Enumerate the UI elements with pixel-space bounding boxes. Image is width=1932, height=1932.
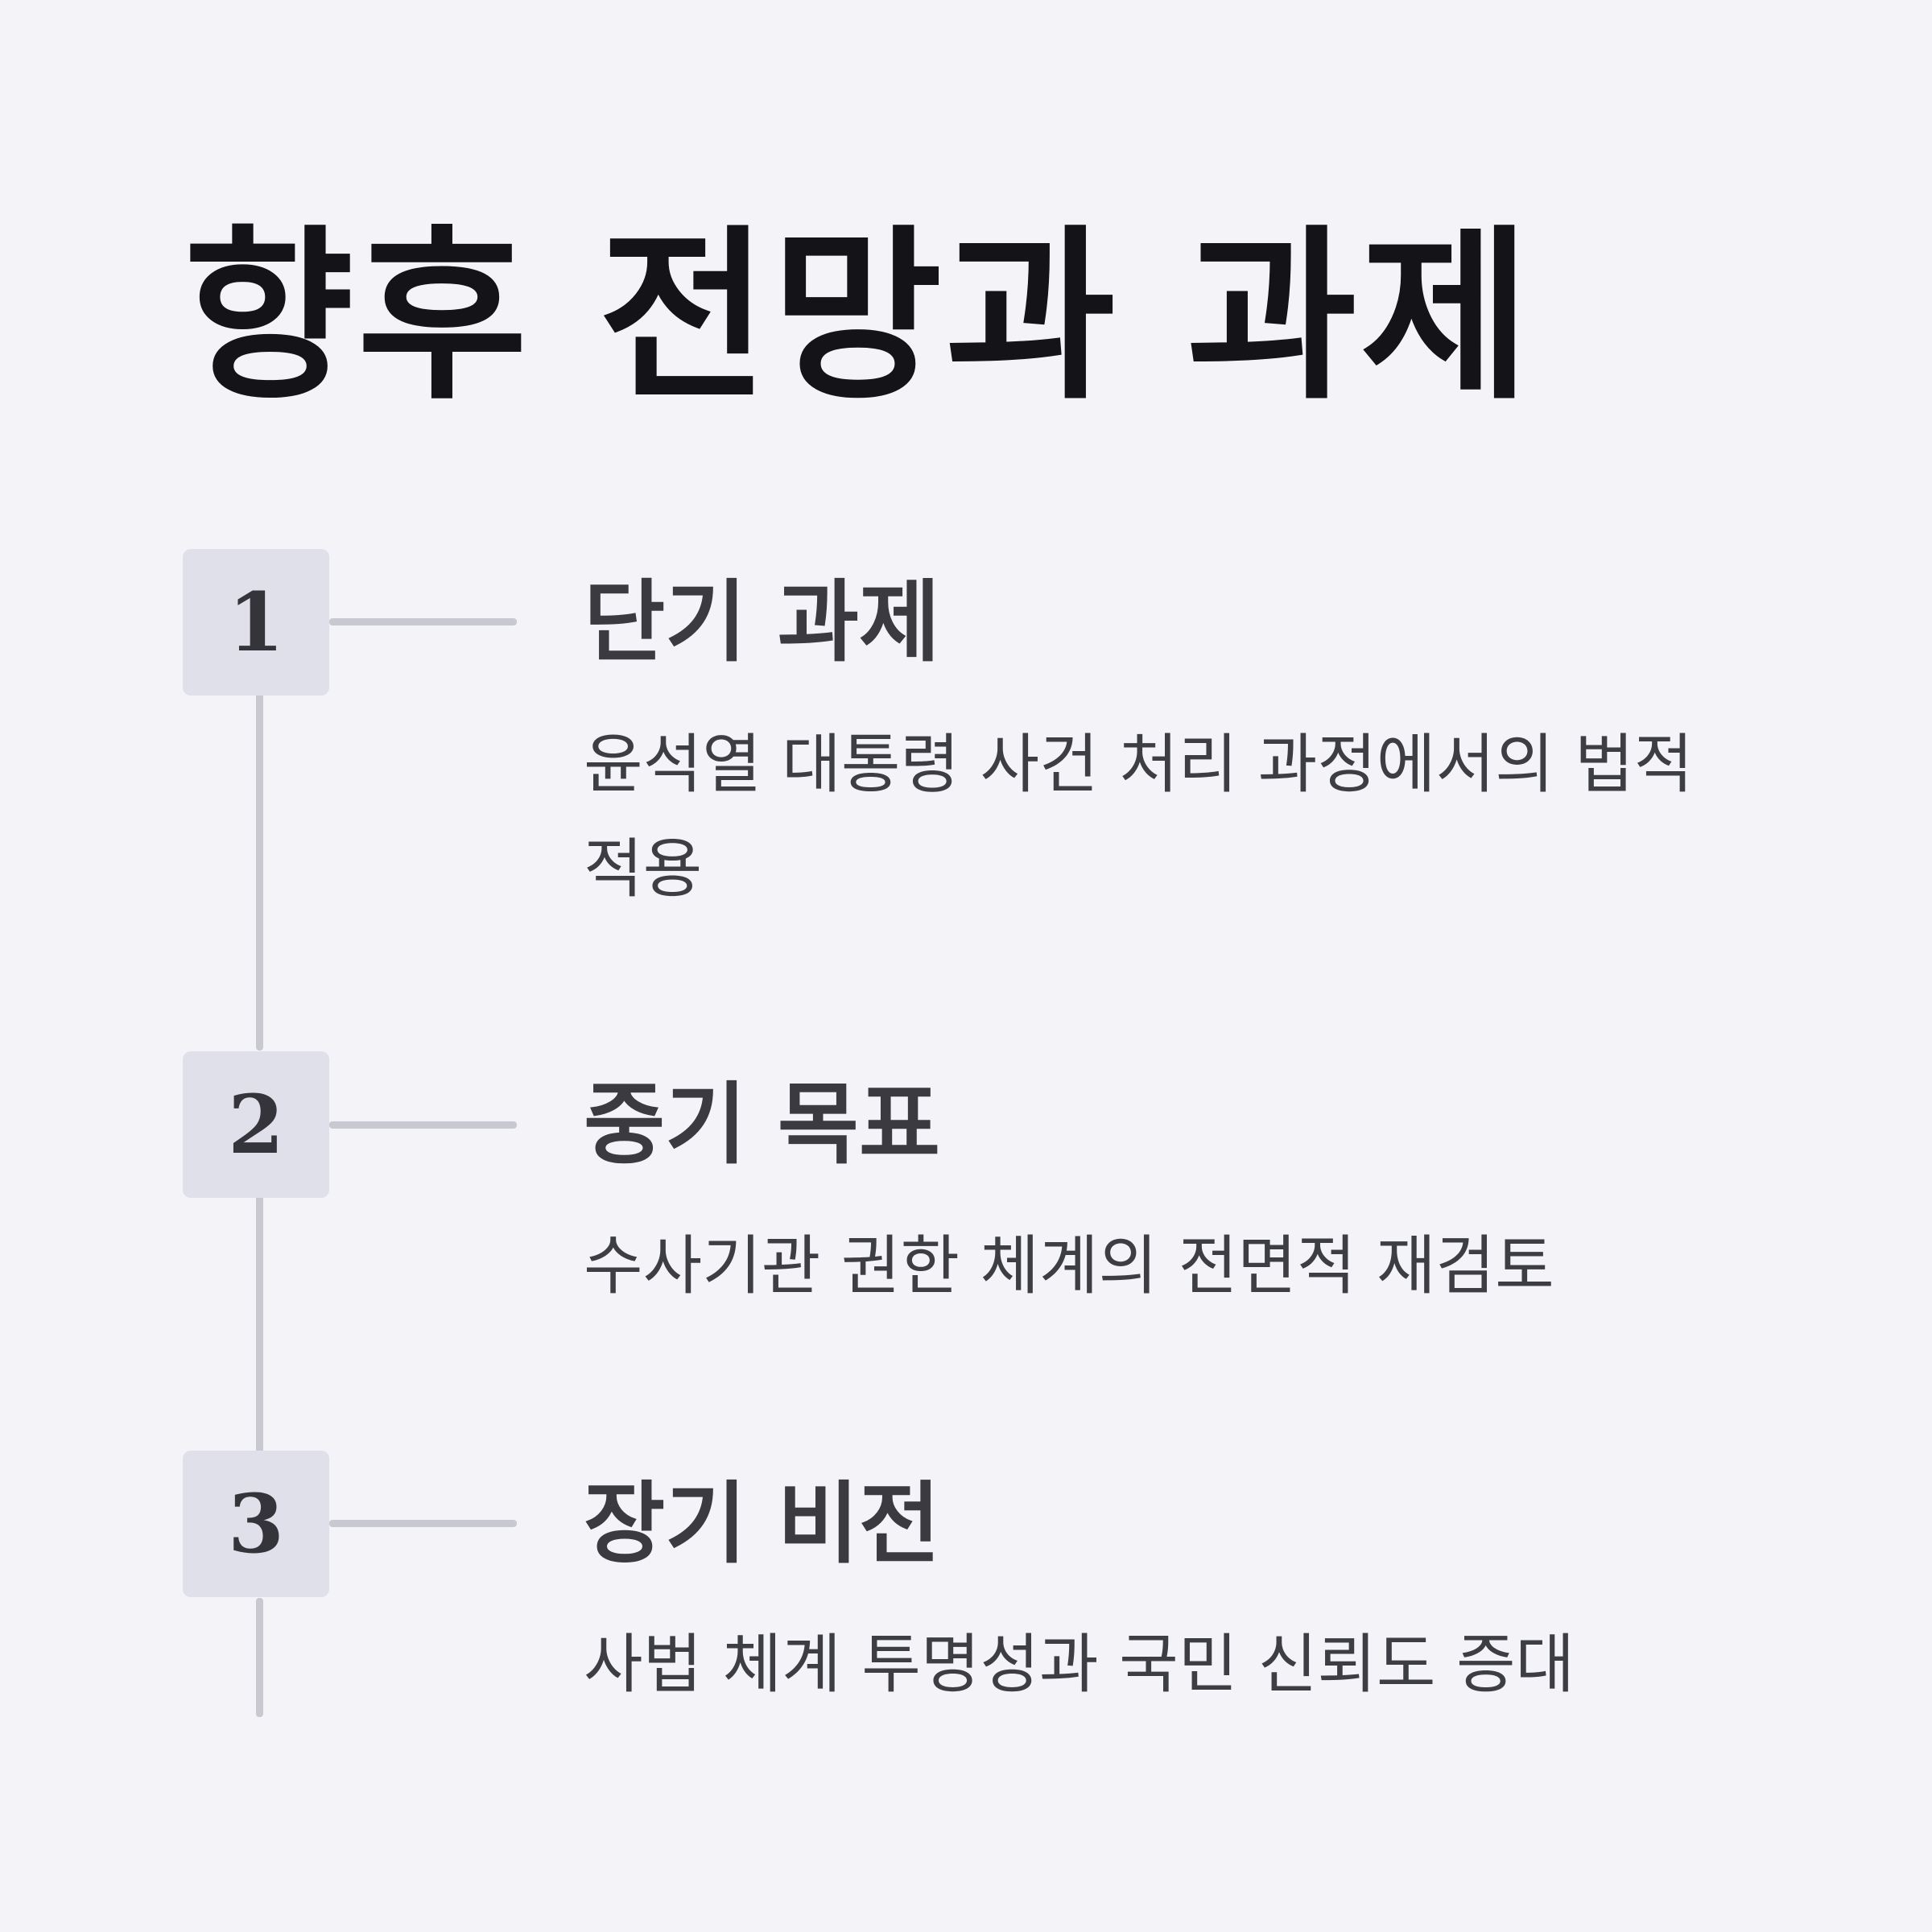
step-connector-line bbox=[329, 618, 517, 625]
step-number-badge: 1 bbox=[183, 549, 329, 696]
step-connector-line bbox=[329, 1520, 517, 1527]
step-number-badge: 3 bbox=[183, 1451, 329, 1597]
step-description: 사법 체계 투명성과 국민 신뢰도 증대 bbox=[584, 1627, 1575, 1702]
step-number-badge: 2 bbox=[183, 1051, 329, 1198]
timeline-tail bbox=[256, 1598, 263, 1717]
timeline-connector-2-3 bbox=[256, 1195, 263, 1453]
timeline-connector-1-2 bbox=[256, 692, 263, 1051]
step-heading: 중기 목표 bbox=[584, 1073, 941, 1176]
step-heading: 단기 과제 bbox=[584, 571, 941, 674]
step-connector-line bbox=[329, 1121, 517, 1129]
step-description: 윤석열 대통령 사건 처리 과정에서의 법적 적용 bbox=[584, 727, 1694, 906]
page-title: 향후 전망과 과제 bbox=[184, 210, 1534, 425]
step-description: 수사기관 권한 체계의 전면적 재검토 bbox=[584, 1228, 1554, 1303]
step-heading: 장기 비전 bbox=[584, 1472, 941, 1575]
